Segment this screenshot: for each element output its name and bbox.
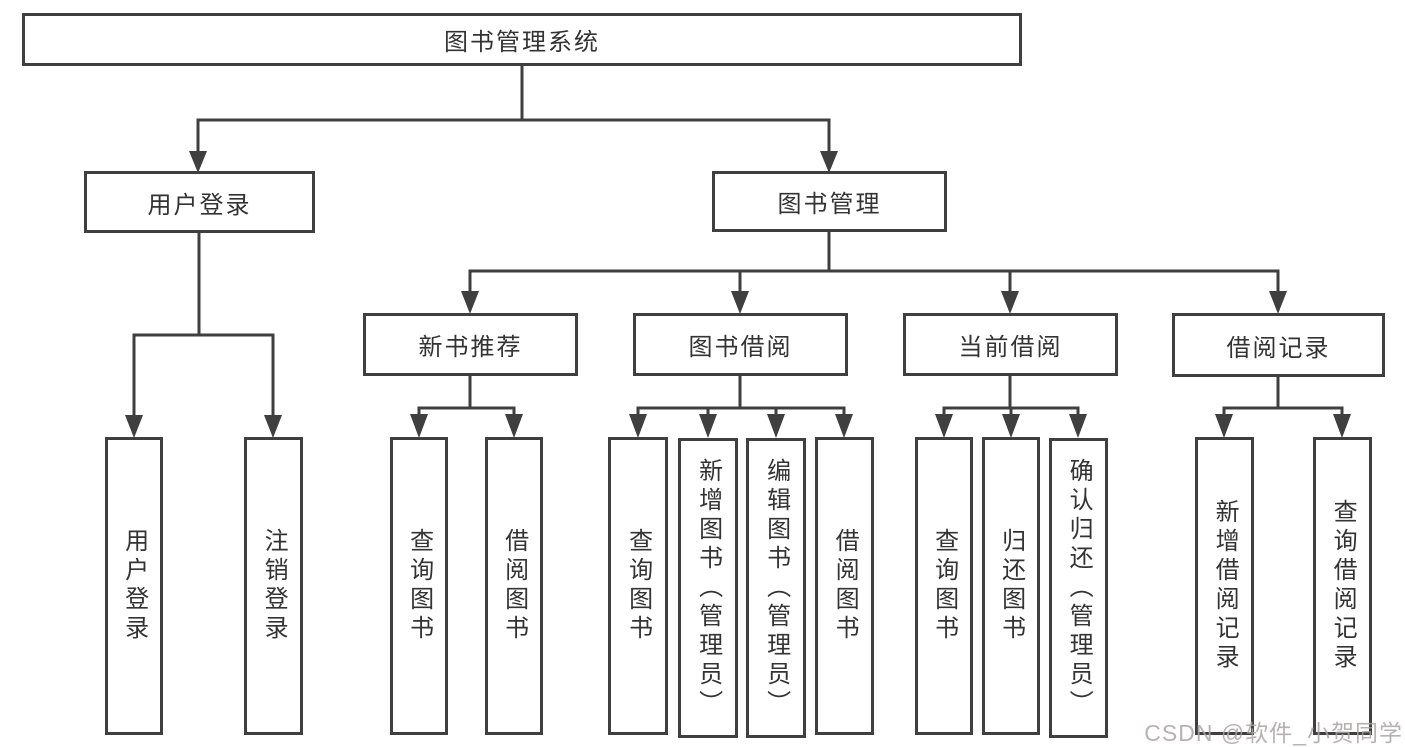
leaf-cb-confirm-return-admin-label: 确认归还（管理员） xyxy=(1065,457,1093,719)
leaf-cb-return-books-label: 归还图书 xyxy=(997,528,1025,644)
leaf-cb-return-books: 归还图书 xyxy=(982,437,1040,735)
connector-current-borrow-children xyxy=(935,375,1087,438)
connector-book-borrow-children xyxy=(629,375,853,438)
node-book-mgmt: 图书管理 xyxy=(712,171,947,232)
connector-root-to-level2 xyxy=(189,65,838,173)
leaf-nbr-borrow-books-label: 借阅图书 xyxy=(500,528,528,644)
leaf-bb-edit-books-admin: 编辑图书（管理员） xyxy=(746,438,806,738)
leaf-bb-add-books-admin: 新增图书（管理员） xyxy=(678,438,738,738)
connector-book-mgmt-to-level3 xyxy=(461,231,1287,314)
leaf-bb-query-books-label: 查询图书 xyxy=(624,528,652,644)
leaf-br-query-record: 查询借阅记录 xyxy=(1313,437,1372,735)
leaf-cb-query-books: 查询图书 xyxy=(915,437,973,735)
leaf-logout-label: 注销登录 xyxy=(260,528,288,644)
node-book-borrow: 图书借阅 xyxy=(633,313,848,376)
leaf-logout: 注销登录 xyxy=(244,437,303,735)
leaf-nbr-query-books-label: 查询图书 xyxy=(405,528,433,644)
csdn-watermark: CSDN @软件_小贺同学 xyxy=(1144,720,1403,746)
leaf-bb-query-books: 查询图书 xyxy=(608,437,668,735)
node-root: 图书管理系统 xyxy=(22,13,1022,66)
leaf-br-add-record: 新增借阅记录 xyxy=(1195,437,1254,735)
connector-new-book-rec-children xyxy=(410,375,523,438)
connector-user-login-children xyxy=(125,231,282,438)
node-new-book-rec: 新书推荐 xyxy=(363,313,578,376)
node-user-login: 用户登录 xyxy=(84,171,315,233)
leaf-bb-borrow-books-label: 借阅图书 xyxy=(831,528,859,644)
leaf-cb-query-books-label: 查询图书 xyxy=(930,528,958,644)
leaf-bb-borrow-books: 借阅图书 xyxy=(815,437,874,735)
leaf-cb-confirm-return-admin: 确认归还（管理员） xyxy=(1049,438,1108,738)
leaf-nbr-query-books: 查询图书 xyxy=(390,437,448,735)
leaf-br-add-record-label: 新增借阅记录 xyxy=(1211,499,1239,673)
node-borrow-records: 借阅记录 xyxy=(1172,313,1385,377)
leaf-user-login: 用户登录 xyxy=(105,437,163,735)
leaf-br-query-record-label: 查询借阅记录 xyxy=(1329,499,1357,673)
connector-borrow-records-children xyxy=(1215,376,1351,438)
leaf-bb-add-books-admin-label: 新增图书（管理员） xyxy=(694,457,722,719)
leaf-user-login-label: 用户登录 xyxy=(120,528,148,644)
node-current-borrow: 当前借阅 xyxy=(903,313,1118,376)
leaf-bb-edit-books-admin-label: 编辑图书（管理员） xyxy=(762,457,790,719)
leaf-nbr-borrow-books: 借阅图书 xyxy=(485,437,543,735)
